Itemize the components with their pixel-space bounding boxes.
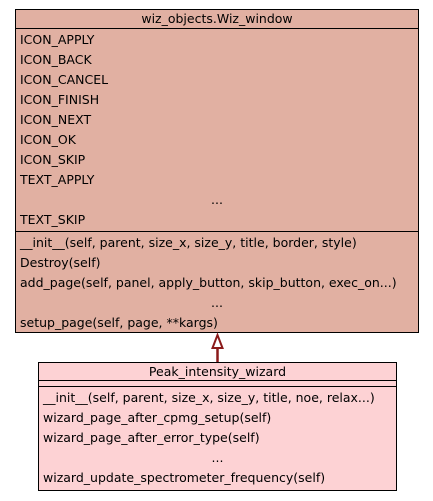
child-method: wizard_update_spectrometer_frequency(sel…: [43, 470, 326, 485]
parent-attribute: ICON_NEXT: [20, 112, 92, 127]
parent-method-ellipsis: ...: [211, 295, 223, 310]
parent-attribute: ICON_FINISH: [20, 92, 100, 107]
parent-attribute: ICON_APPLY: [20, 32, 95, 47]
child-class-name: Peak_intensity_wizard: [39, 363, 396, 381]
child-method-ellipsis: ...: [211, 450, 224, 465]
child-method: wizard_page_after_cpmg_setup(self): [43, 410, 272, 425]
child-class-box: Peak_intensity_wizard __init__(self, par…: [38, 362, 397, 491]
parent-attribute: ICON_OK: [20, 132, 76, 147]
child-attributes: [39, 381, 396, 387]
child-method: wizard_page_after_error_type(self): [43, 430, 260, 445]
parent-attribute: ICON_SKIP: [20, 152, 86, 167]
parent-attribute: TEXT_APPLY: [20, 172, 95, 187]
parent-method: Destroy(self): [20, 255, 101, 270]
parent-methods: __init__(self, parent, size_x, size_y, t…: [16, 232, 418, 334]
parent-method: add_page(self, panel, apply_button, skip…: [20, 275, 397, 290]
child-methods: __init__(self, parent, size_x, size_y, t…: [39, 387, 396, 489]
parent-attribute: TEXT_SKIP: [20, 212, 86, 227]
parent-method: __init__(self, parent, size_x, size_y, t…: [20, 235, 357, 250]
inheritance-arrow-head: [211, 332, 224, 349]
parent-attribute: ICON_CANCEL: [20, 72, 109, 87]
parent-attribute-ellipsis: ...: [211, 192, 223, 207]
parent-method: setup_page(self, page, **kargs): [20, 315, 218, 330]
parent-class-name: wiz_objects.Wiz_window: [16, 10, 418, 29]
parent-attributes: ICON_APPLY ICON_BACK ICON_CANCEL ICON_FI…: [16, 29, 418, 232]
child-method: __init__(self, parent, size_x, size_y, t…: [43, 390, 375, 405]
parent-attribute: ICON_BACK: [20, 52, 92, 67]
parent-class-box: wiz_objects.Wiz_window ICON_APPLY ICON_B…: [15, 9, 419, 333]
